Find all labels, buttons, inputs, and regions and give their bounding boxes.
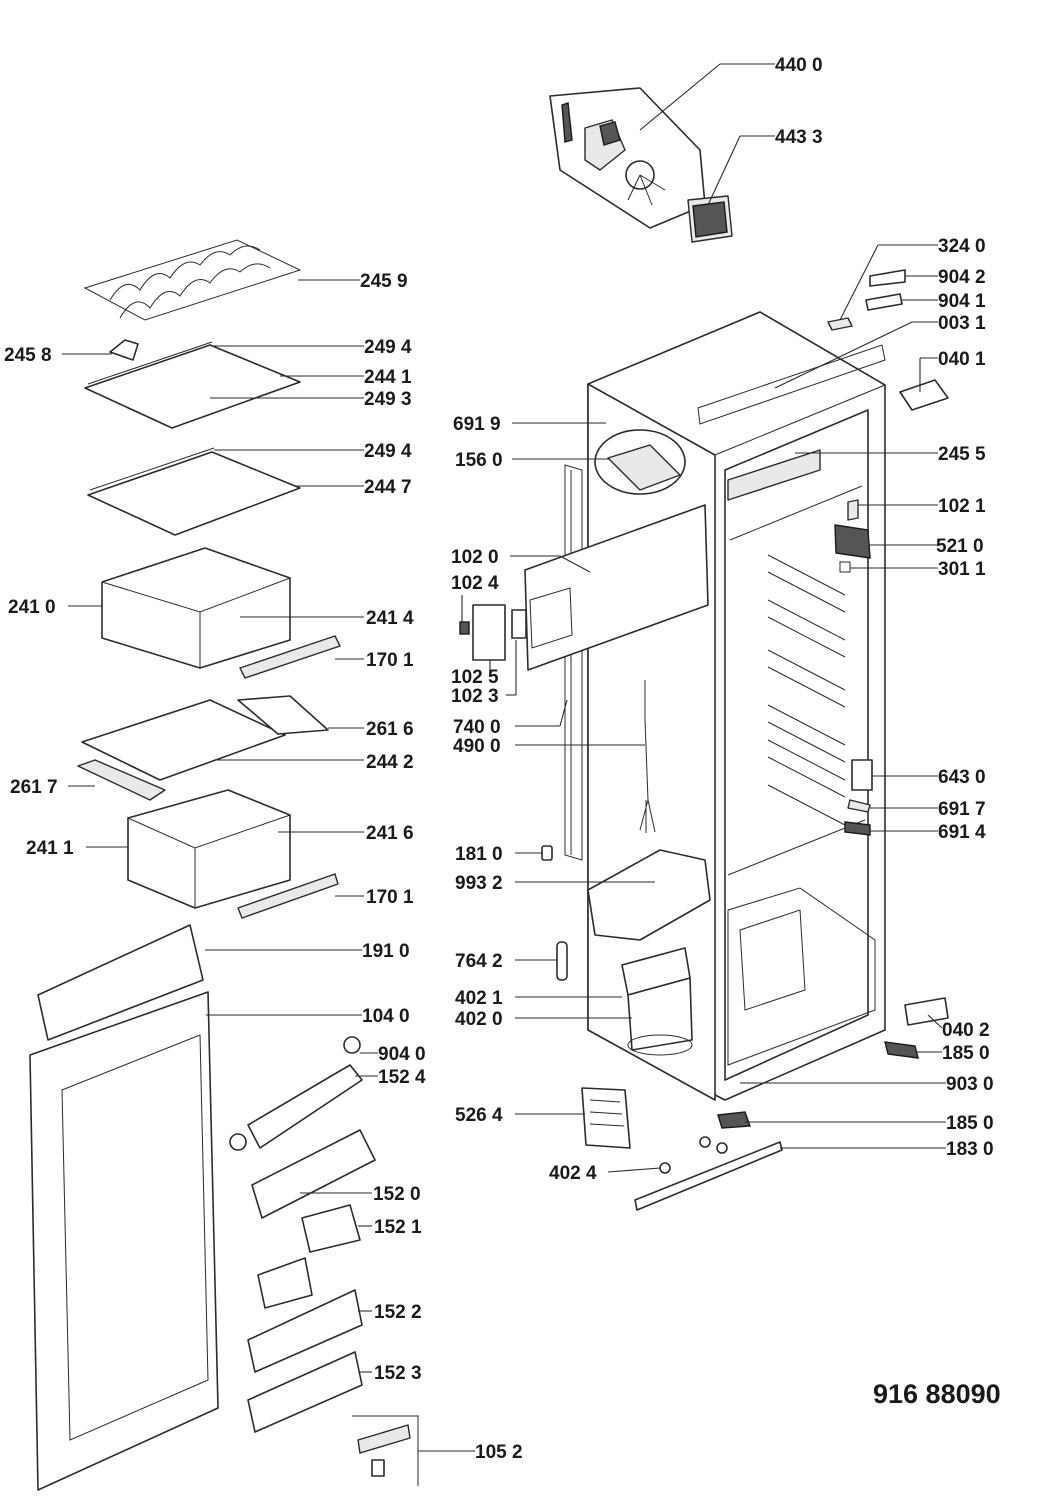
callout-5210: 521 0: [936, 536, 984, 557]
callout-1521: 152 1: [374, 1217, 422, 1238]
callout-2494-b: 249 4: [364, 441, 412, 462]
callout-1024: 102 4: [451, 573, 499, 594]
filter-part: [687, 195, 733, 243]
callout-5264: 526 4: [455, 1105, 503, 1126]
callout-0031: 003 1: [938, 313, 986, 334]
callout-9040: 904 0: [378, 1044, 426, 1065]
callout-7642: 764 2: [455, 951, 503, 972]
cap-part: [541, 845, 553, 861]
callout-2458: 245 8: [4, 345, 52, 366]
fan-assembly-part: [549, 87, 706, 229]
callout-1021: 102 1: [938, 496, 986, 517]
evaporator-part: [564, 464, 583, 861]
callout-0401: 040 1: [938, 349, 986, 370]
callout-2416: 241 6: [366, 823, 414, 844]
hinge-kit-part: [352, 1415, 419, 1486]
hinge-small-parts: [459, 604, 527, 661]
callout-4021: 402 1: [455, 988, 503, 1009]
callout-6914: 691 4: [938, 822, 986, 843]
callout-7400: 740 0: [453, 717, 501, 738]
bottom-parts: [581, 1087, 783, 1211]
callout-2617: 261 7: [10, 777, 58, 798]
callout-4020: 402 0: [455, 1009, 503, 1030]
leader-lines: [62, 63, 946, 1452]
callout-6919: 691 9: [453, 414, 501, 435]
callout-2410: 241 0: [8, 597, 56, 618]
callout-2442: 244 2: [366, 752, 414, 773]
callout-3240: 324 0: [938, 236, 986, 257]
door-bins: [229, 1036, 376, 1433]
callout-1850-b: 185 0: [946, 1113, 994, 1134]
callout-9041: 904 1: [938, 291, 986, 312]
callout-6917: 691 7: [938, 799, 986, 820]
callout-2494-a: 249 4: [364, 337, 412, 358]
diagram-code: 916 88090: [873, 1379, 1001, 1409]
callout-4024: 402 4: [549, 1163, 597, 1184]
cable-part: [639, 680, 656, 833]
callout-4400: 440 0: [775, 55, 823, 76]
lamp-cover-part: [587, 849, 711, 941]
callout-labels: 440 0 443 3 324 0 904 2 904 1 003 1 040 …: [4, 55, 994, 1463]
callout-2493: 249 3: [364, 389, 412, 410]
callout-2441: 244 1: [364, 367, 412, 388]
glass-shelf-upper: [84, 341, 301, 429]
callout-1910: 191 0: [362, 941, 410, 962]
callout-1040: 104 0: [362, 1006, 410, 1027]
crisper-drawer-upper: [101, 547, 341, 679]
callout-6430: 643 0: [938, 767, 986, 788]
glass-shelf-middle: [87, 447, 301, 536]
callout-2616: 261 6: [366, 719, 414, 740]
callout-2447: 244 7: [364, 477, 412, 498]
callout-9030: 903 0: [946, 1074, 994, 1095]
wine-rack-part: [83, 239, 302, 321]
callout-9042: 904 2: [938, 267, 986, 288]
callout-4433: 443 3: [775, 127, 823, 148]
callout-2414: 241 4: [366, 608, 414, 629]
tube-part: [556, 941, 568, 981]
callout-1025: 102 5: [451, 667, 499, 688]
crisper-drawer-lower: [127, 789, 339, 919]
callout-1023: 102 3: [451, 686, 499, 707]
callout-3011: 301 1: [938, 559, 986, 580]
callout-1523: 152 3: [374, 1363, 422, 1384]
callout-1560: 156 0: [455, 450, 503, 471]
compartment-door-part: [524, 504, 709, 671]
callout-2455: 245 5: [938, 444, 986, 465]
callout-1701-a: 170 1: [366, 650, 414, 671]
callout-1520: 152 0: [373, 1184, 421, 1205]
callout-1522: 152 2: [374, 1302, 422, 1323]
callout-1701-b: 170 1: [366, 887, 414, 908]
callout-9932: 993 2: [455, 873, 503, 894]
clip-part: [109, 339, 139, 361]
callout-1052: 105 2: [475, 1442, 523, 1463]
callout-4900: 490 0: [453, 736, 501, 757]
compressor-part: [621, 947, 693, 1056]
callout-2459: 245 9: [360, 271, 408, 292]
callout-1830: 183 0: [946, 1139, 994, 1160]
callout-2411: 241 1: [26, 838, 74, 859]
top-small-parts: [827, 269, 949, 1059]
crisper-cover-part: [77, 695, 329, 801]
ice-tray-part: [594, 429, 686, 495]
callout-1020: 102 0: [451, 547, 499, 568]
callout-1810: 181 0: [455, 844, 503, 865]
callout-1850-a: 185 0: [942, 1043, 990, 1064]
callout-1524: 152 4: [378, 1067, 426, 1088]
door-part: [29, 924, 219, 1491]
callout-0402: 040 2: [942, 1020, 990, 1041]
